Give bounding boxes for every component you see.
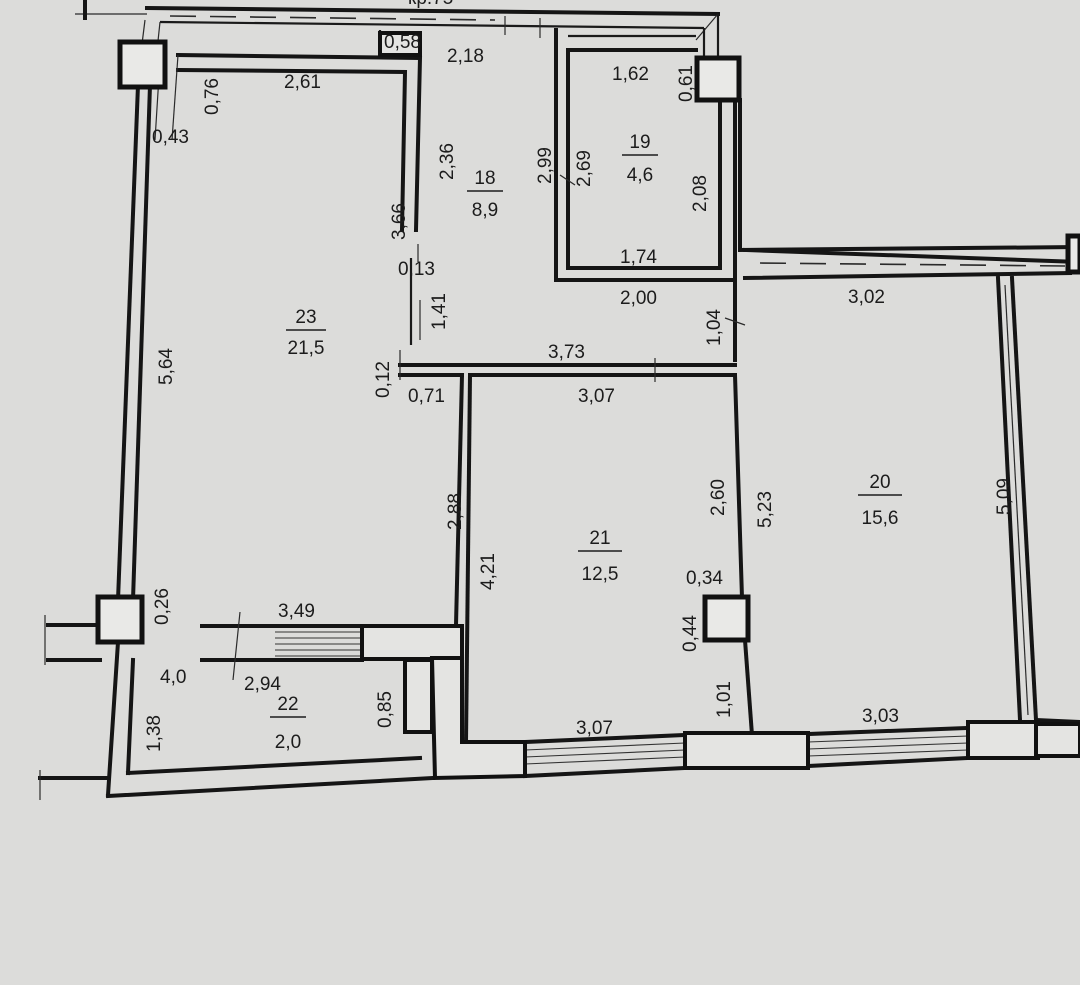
window-20 [805, 725, 971, 769]
dim-label: 2,88 [445, 493, 466, 530]
dim-label: 1,04 [704, 309, 725, 346]
dim-label: 0,12 [373, 361, 394, 398]
room-22-number: 22 [277, 694, 298, 715]
room-19: 19 4,6 [622, 132, 658, 186]
dim-label: 3,03 [862, 706, 899, 727]
dim-label: 2,99 [535, 147, 556, 184]
column-left-mid [95, 594, 145, 645]
block-closet-top [378, 31, 422, 57]
dim-label: 0,43 [152, 127, 189, 148]
dim-label: 3,07 [578, 386, 615, 407]
dim-label: 4,21 [478, 553, 499, 590]
dim-label: 3,66 [389, 203, 410, 240]
block-22-right [360, 624, 464, 661]
window-22 [275, 631, 360, 657]
dim-label: 0,76 [202, 78, 223, 115]
column-21-right [702, 594, 751, 643]
room-18: 18 8,9 [467, 168, 503, 221]
dim-label: 0,58 [384, 32, 421, 53]
room-labels: 23 21,5 18 8,9 19 4,6 20 15,6 21 12,5 22… [270, 132, 902, 753]
room-23-area: 21,5 [288, 338, 325, 359]
room-20: 20 15,6 [858, 472, 902, 529]
dim-label: 0,34 [686, 568, 723, 589]
window-21 [522, 732, 688, 779]
dim-label: 3,07 [576, 718, 613, 739]
room-19-number: 19 [629, 132, 650, 153]
room-21-number: 21 [589, 528, 610, 549]
dim-label: 5,64 [156, 348, 177, 385]
header-fragment: кр.75 [408, 0, 453, 9]
block-bottom-far-right [1034, 722, 1080, 758]
dim-label: 1,41 [429, 293, 450, 330]
dim-label: 5,09 [994, 478, 1015, 515]
windows [275, 631, 971, 779]
dim-label: 0,71 [408, 386, 445, 407]
column-top-right [694, 55, 742, 103]
dim-label: 2,94 [244, 674, 281, 695]
columns [95, 31, 1080, 781]
dim-label: 2,36 [437, 143, 458, 180]
block-bottom-mid [683, 731, 810, 770]
dim-label: 2,60 [708, 479, 729, 516]
room-21-area: 12,5 [582, 564, 619, 585]
dim-label: 4,0 [160, 667, 186, 688]
dim-label: 1,62 [612, 64, 649, 85]
dim-label: 3,49 [278, 601, 315, 622]
dim-label: 0,44 [680, 615, 701, 652]
room-22-area: 2,0 [275, 732, 301, 753]
dim-label: 1,01 [714, 681, 735, 718]
block-bottom-21 [429, 656, 527, 781]
room-23-number: 23 [295, 307, 316, 328]
dim-label: 2,18 [447, 46, 484, 67]
dim-label: 3,73 [548, 342, 585, 363]
room-22: 22 2,0 [270, 694, 306, 753]
dim-label: 0,61 [676, 65, 697, 102]
dim-label: 0,13 [398, 259, 435, 280]
room-23: 23 21,5 [286, 307, 326, 359]
dim-label: 2,08 [690, 175, 711, 212]
walls [38, 0, 1080, 800]
dimension-labels: 0,58 2,18 2,61 0,43 1,62 1,74 0,13 2,00 … [144, 32, 1015, 752]
room-20-area: 15,6 [862, 508, 899, 529]
dim-label: 1,38 [144, 715, 165, 752]
column-top-left [117, 39, 168, 90]
room-18-number: 18 [474, 168, 495, 189]
dim-label: 2,61 [284, 72, 321, 93]
dim-label: 3,02 [848, 287, 885, 308]
dim-label: 5,23 [755, 491, 776, 528]
room-20-number: 20 [869, 472, 890, 493]
dim-label: 0,26 [152, 588, 173, 625]
dimension-ticks [417, 174, 746, 340]
dim-label: 2,00 [620, 288, 657, 309]
dim-label: 2,69 [574, 150, 595, 187]
dim-label: 1,74 [620, 247, 657, 268]
block-bottom-right [966, 720, 1040, 760]
column-right-edge [1065, 233, 1080, 275]
block-22-jamb [403, 658, 434, 734]
room-18-area: 8,9 [472, 200, 498, 221]
room-19-area: 4,6 [627, 165, 653, 186]
room-21: 21 12,5 [578, 528, 622, 585]
dim-label: 0,85 [375, 691, 396, 728]
